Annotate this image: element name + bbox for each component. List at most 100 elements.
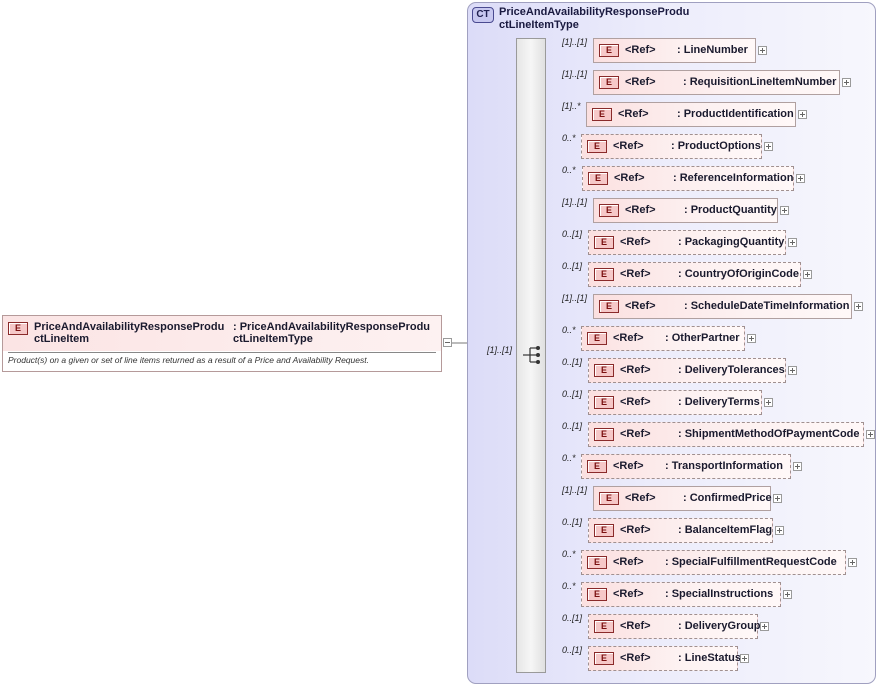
element-badge-icon: E: [594, 236, 614, 249]
child-element[interactable]: E <Ref> : CountryOfOriginCode: [588, 262, 801, 287]
element-badge-icon: E: [594, 428, 614, 441]
element-badge-icon: E: [587, 588, 607, 601]
root-element-box[interactable]: E PriceAndAvailabilityResponseProdu ctLi…: [2, 315, 442, 372]
child-element-ref: <Ref>: [620, 524, 651, 536]
child-element[interactable]: E<Ref>: BalanceItemFlag: [588, 518, 773, 543]
child-element-ref: <Ref>: [625, 44, 656, 56]
expand-icon[interactable]: [848, 558, 857, 567]
child-multiplicity: [1]..[1]: [562, 69, 588, 79]
child-element-name: : ProductOptions: [671, 140, 761, 152]
child-element[interactable]: E<Ref>: TransportInformation: [581, 454, 791, 479]
element-badge-icon: E: [592, 108, 612, 121]
root-element-type-line2: ctLineItemType: [233, 333, 313, 345]
expand-icon[interactable]: [803, 270, 812, 279]
root-element-name-line2: ctLineItem: [34, 333, 90, 345]
child-element[interactable]: E<Ref>: LineNumber: [593, 38, 756, 63]
child-multiplicity: 0..[1]: [562, 357, 583, 367]
expand-icon[interactable]: [780, 206, 789, 215]
child-element-name: : SpecialFulfillmentRequestCode: [665, 556, 837, 568]
element-badge-icon: E: [594, 268, 614, 281]
child-multiplicity: 0..[1]: [562, 229, 583, 239]
child-multiplicity: 0..[1]: [562, 261, 583, 271]
element-badge-icon: E: [587, 460, 607, 473]
expand-icon[interactable]: [740, 654, 749, 663]
child-element[interactable]: E<Ref>: ProductIdentification: [586, 102, 796, 127]
root-multiplicity: [1]..[1]: [487, 345, 513, 355]
child-element[interactable]: E<Ref>: ReferenceInformation: [582, 166, 794, 191]
complex-type-badge: CT: [472, 7, 494, 23]
sequence-icon[interactable]: [521, 345, 543, 365]
child-element-name: : ShipmentMethodOfPaymentCode: [678, 428, 860, 440]
child-element-name: : RequisitionLineItemNumber: [683, 76, 837, 88]
child-element-ref: <Ref>: [625, 300, 656, 312]
child-element[interactable]: E<Ref>: OtherPartner: [581, 326, 745, 351]
expand-icon[interactable]: [758, 46, 767, 55]
expand-icon[interactable]: [842, 78, 851, 87]
child-element[interactable]: E<Ref>: DeliveryGroup: [588, 614, 761, 639]
expand-icon[interactable]: [796, 174, 805, 183]
root-element-divider: [8, 352, 436, 353]
child-element-name: : ReferenceInformation: [673, 172, 794, 184]
expand-icon[interactable]: [783, 590, 792, 599]
expand-icon[interactable]: [788, 238, 797, 247]
expand-icon[interactable]: [760, 622, 769, 631]
child-element-ref: <Ref>: [620, 268, 651, 280]
element-badge-icon: E: [594, 364, 614, 377]
child-element[interactable]: E<Ref>: ScheduleDateTimeInformation: [593, 294, 852, 319]
child-element[interactable]: E<Ref>: PackagingQuantity: [588, 230, 786, 255]
child-element-ref: <Ref>: [620, 620, 651, 632]
child-element-name: : CountryOfOriginCode: [678, 268, 799, 280]
element-badge-icon: E: [594, 620, 614, 633]
child-element[interactable]: E<Ref>: ProductQuantity: [593, 198, 778, 223]
root-element-type: : PriceAndAvailabilityResponseProdu ctLi…: [233, 321, 438, 345]
child-element-ref: <Ref>: [613, 140, 644, 152]
expand-icon[interactable]: [773, 494, 782, 503]
expand-icon[interactable]: [793, 462, 802, 471]
child-element[interactable]: E<Ref>: SpecialInstructions: [581, 582, 781, 607]
complex-type-title: PriceAndAvailabilityResponseProdu ctLine…: [499, 6, 729, 32]
element-badge-icon: E: [599, 300, 619, 313]
child-element-ref: <Ref>: [613, 460, 644, 472]
child-element-name: : DeliveryTerms: [678, 396, 760, 408]
expand-icon[interactable]: [747, 334, 756, 343]
child-multiplicity: 0..*: [562, 133, 576, 143]
element-badge-icon: E: [587, 140, 607, 153]
child-element[interactable]: E<Ref>: DeliveryTerms: [588, 390, 762, 415]
child-element[interactable]: E<Ref>: RequisitionLineItemNumber: [593, 70, 840, 95]
root-element-header: E PriceAndAvailabilityResponseProdu ctLi…: [3, 316, 441, 351]
child-element-ref: <Ref>: [625, 204, 656, 216]
child-element[interactable]: E <Ref> : ShipmentMethodOfPaymentCode: [588, 422, 864, 447]
child-multiplicity: 0..*: [562, 165, 576, 175]
expand-icon[interactable]: [764, 398, 773, 407]
expand-icon[interactable]: [788, 366, 797, 375]
child-element[interactable]: E<Ref>: SpecialFulfillmentRequestCode: [581, 550, 846, 575]
child-multiplicity: 0..[1]: [562, 389, 583, 399]
child-element-ref: <Ref>: [620, 652, 651, 664]
child-element[interactable]: E<Ref>: DeliveryTolerances: [588, 358, 786, 383]
expand-icon[interactable]: [798, 110, 807, 119]
child-element[interactable]: E <Ref> : ProductOptions: [581, 134, 762, 159]
child-multiplicity: [1]..[1]: [562, 197, 588, 207]
child-multiplicity: [1]..*: [562, 101, 581, 111]
child-multiplicity: [1]..[1]: [562, 485, 588, 495]
element-badge-icon: E: [594, 652, 614, 665]
expand-icon[interactable]: [854, 302, 863, 311]
child-element-name: : DeliveryTolerances: [678, 364, 785, 376]
child-multiplicity: 0..*: [562, 581, 576, 591]
expand-icon[interactable]: [866, 430, 875, 439]
child-multiplicity: 0..[1]: [562, 645, 583, 655]
element-badge-icon: E: [599, 492, 619, 505]
root-element-name-line1: PriceAndAvailabilityResponseProdu: [34, 321, 225, 333]
collapse-icon[interactable]: [443, 338, 452, 347]
child-element-ref: <Ref>: [618, 108, 649, 120]
child-element-ref: <Ref>: [625, 76, 656, 88]
expand-icon[interactable]: [775, 526, 784, 535]
expand-icon[interactable]: [764, 142, 773, 151]
child-multiplicity: [1]..[1]: [562, 37, 588, 47]
child-multiplicity: 0..*: [562, 325, 576, 335]
child-element-ref: <Ref>: [613, 332, 644, 344]
child-element[interactable]: E<Ref>: LineStatus: [588, 646, 741, 671]
child-element-ref: <Ref>: [620, 428, 651, 440]
child-element[interactable]: E<Ref>: ConfirmedPrice: [593, 486, 772, 511]
